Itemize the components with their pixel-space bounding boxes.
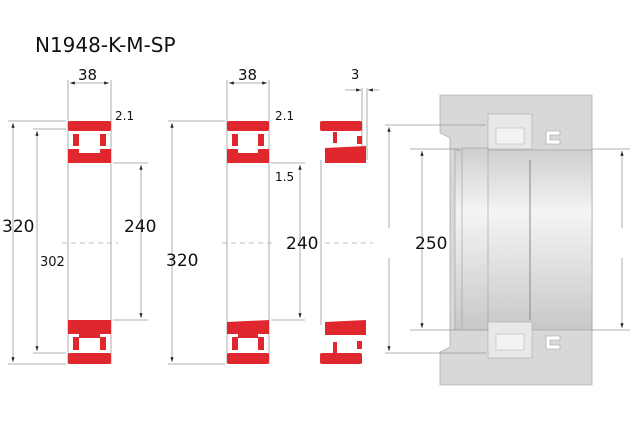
bearing-view-1: 38 2.1 320 302 240 <box>2 66 156 365</box>
outer-chamfer-label: 2.1 <box>275 109 294 123</box>
title: N1948-K-M-SP <box>35 33 176 57</box>
offset-label: 3 <box>351 68 359 83</box>
bearing-section-top <box>68 121 111 163</box>
shaft-diameter-label: 250 <box>415 234 447 254</box>
width-label: 38 <box>78 66 97 84</box>
outer-diameter-label: 320 <box>2 217 34 237</box>
bore-diameter-label: 240 <box>124 217 156 237</box>
bore-diameter-label: 240 <box>286 234 318 254</box>
width-label: 38 <box>238 66 257 84</box>
chamfer-label: 2.1 <box>115 109 134 123</box>
inner-chamfer-label: 1.5 <box>275 170 294 184</box>
outer-diameter-label: 320 <box>166 251 198 271</box>
bearing-view-3: 3 <box>320 68 379 364</box>
raceway-diameter-label: 302 <box>40 255 65 270</box>
mounted-assembly-view: 250 <box>385 94 630 386</box>
bearing-section-bottom <box>68 320 111 364</box>
bearing-view-2: 38 2.1 1.5 320 240 <box>166 66 318 365</box>
